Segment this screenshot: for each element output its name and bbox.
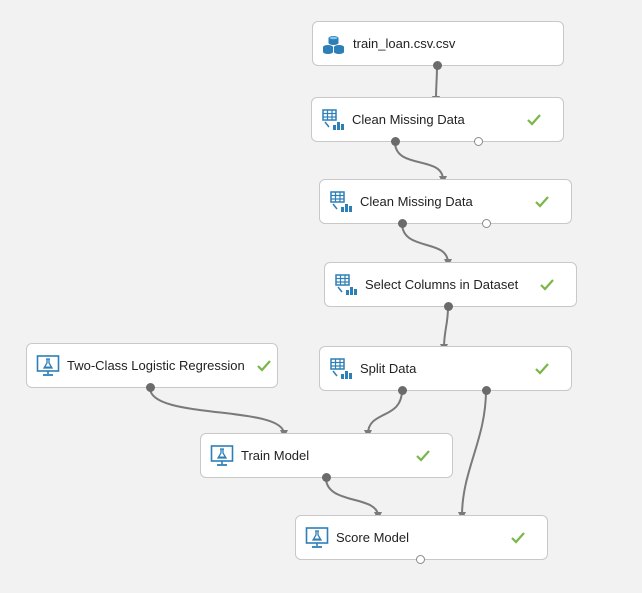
data-transform-icon — [328, 356, 354, 382]
data-transform-icon — [320, 107, 346, 133]
connection-train-model-to-score-model[interactable] — [325, 477, 382, 520]
module-clean-missing-data-1[interactable]: Clean Missing Data — [311, 97, 564, 146]
connection-two-class-lr-to-train-model[interactable] — [149, 387, 288, 438]
module-label: Select Columns in Dataset — [365, 277, 519, 292]
module-split-data[interactable]: Split Data — [319, 346, 572, 395]
ml-flask-icon — [304, 525, 330, 551]
module-score-model[interactable]: Score Model — [295, 515, 548, 564]
output-port-1[interactable] — [398, 219, 407, 228]
ml-flask-icon — [35, 353, 61, 379]
module-label: Split Data — [360, 361, 417, 376]
module-label: Two-Class Logistic Regression — [67, 358, 245, 373]
connection-split-data-to-train-model[interactable] — [364, 389, 403, 438]
checkmark-icon — [256, 359, 271, 372]
data-transform-icon — [328, 189, 354, 215]
dataset-icon — [321, 31, 347, 57]
ml-flask-icon — [209, 443, 235, 469]
output-port-2[interactable] — [474, 137, 483, 146]
module-select-columns-in-dataset[interactable]: Select Columns in Dataset — [324, 262, 577, 311]
connection-select-columns-to-split-data[interactable] — [440, 306, 449, 352]
connection-clean-missing-2-to-select-columns[interactable] — [401, 222, 452, 267]
connection-split-data-to-score-model[interactable] — [458, 389, 487, 520]
module-label: Train Model — [241, 448, 310, 463]
connection-clean-missing-1-to-clean-missing-2[interactable] — [394, 141, 447, 184]
output-port[interactable] — [433, 61, 442, 70]
module-label: train_loan.csv.csv — [353, 36, 456, 51]
checkmark-icon — [535, 363, 549, 375]
output-port[interactable] — [146, 383, 155, 392]
module-clean-missing-data-2[interactable]: Clean Missing Data — [319, 179, 572, 228]
connection-train-loan-to-clean-missing-1[interactable] — [432, 64, 441, 104]
output-port-2[interactable] — [482, 219, 491, 228]
output-port[interactable] — [322, 473, 331, 482]
module-label: Clean Missing Data — [360, 194, 473, 209]
data-transform-icon — [333, 272, 359, 298]
output-port-1[interactable] — [391, 137, 400, 146]
module-label: Score Model — [336, 530, 409, 545]
checkmark-icon — [527, 114, 541, 126]
output-port[interactable] — [416, 555, 425, 564]
checkmark-icon — [540, 279, 554, 291]
module-train-loan-dataset[interactable]: train_loan.csv.csv — [312, 21, 564, 70]
output-port[interactable] — [444, 302, 453, 311]
module-label: Clean Missing Data — [352, 112, 465, 127]
output-port-2[interactable] — [482, 386, 491, 395]
module-two-class-logistic-regression[interactable]: Two-Class Logistic Regression — [26, 343, 278, 392]
checkmark-icon — [535, 196, 549, 208]
checkmark-icon — [416, 450, 430, 462]
module-train-model[interactable]: Train Model — [200, 433, 453, 482]
checkmark-icon — [511, 532, 525, 544]
output-port-1[interactable] — [398, 386, 407, 395]
